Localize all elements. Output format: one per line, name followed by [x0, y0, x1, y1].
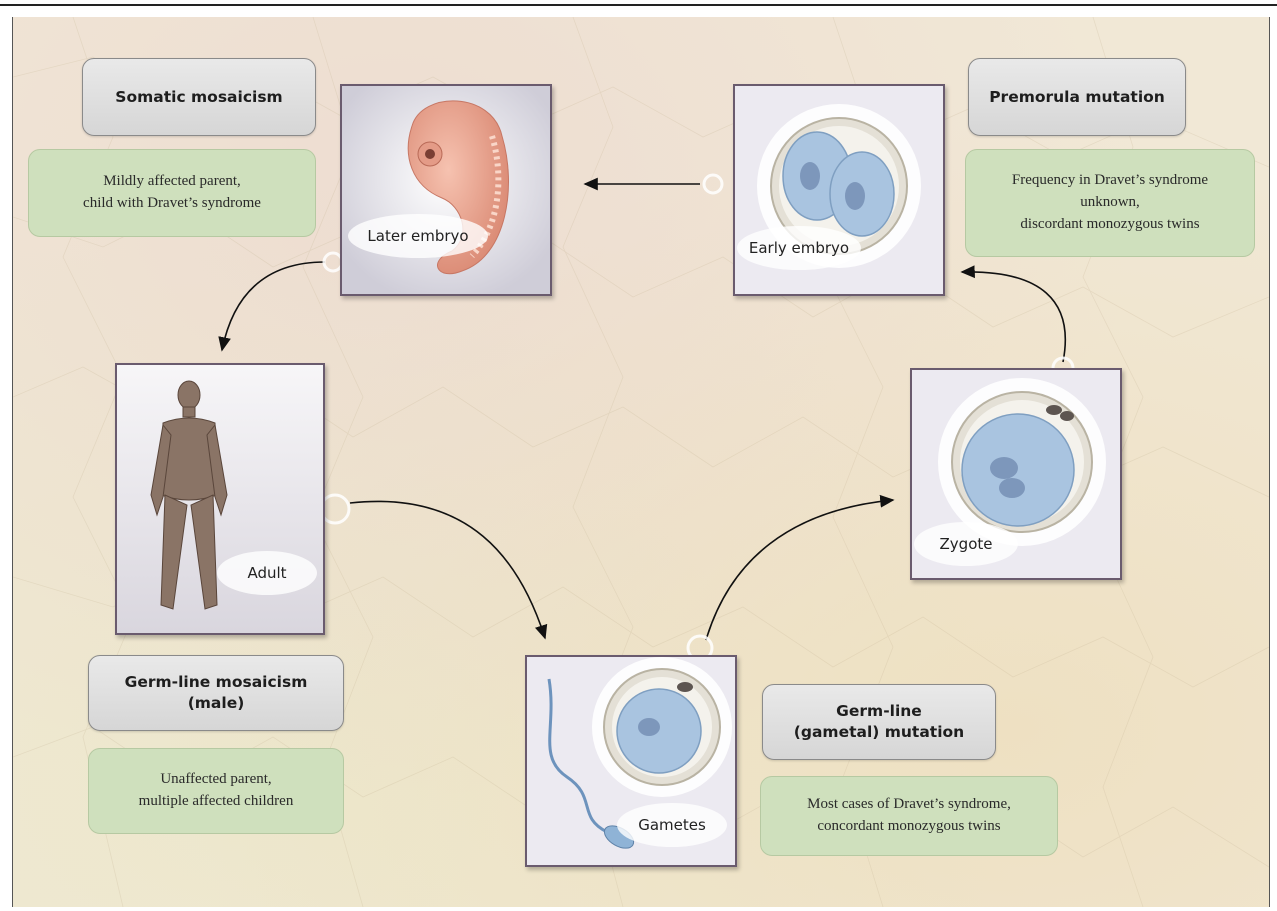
somatic-mosaicism-description: Mildly affected parent, child with Drave… [28, 149, 316, 237]
gametes-card: Gametes [525, 655, 737, 867]
somatic-mosaicism-title: Somatic mosaicism [82, 58, 316, 136]
gametal-mutation-description: Most cases of Dravet’s syndrome, concord… [760, 776, 1058, 856]
adult-illustration [117, 365, 323, 633]
later-embryo-illustration [342, 86, 550, 294]
later-embryo-card: Later embryo [340, 84, 552, 296]
germline-mosaicism-title: Germ-line mosaicism (male) [88, 655, 344, 731]
gametal-mutation-title: Germ-line (gametal) mutation [762, 684, 996, 760]
gametes-label: Gametes [617, 803, 727, 847]
premorula-mutation-description: Frequency in Dravet’s syndrome unknown, … [965, 149, 1255, 257]
early-embryo-label: Early embryo [737, 226, 861, 270]
zygote-card: Zygote [910, 368, 1122, 580]
adult-label: Adult [217, 551, 317, 595]
premorula-mutation-title: Premorula mutation [968, 58, 1186, 136]
early-embryo-card: Early embryo [733, 84, 945, 296]
zygote-label: Zygote [914, 522, 1018, 566]
adult-card: Adult [115, 363, 325, 635]
later-embryo-label: Later embryo [348, 214, 488, 258]
top-rule [0, 4, 1277, 6]
germline-mosaicism-description: Unaffected parent, multiple affected chi… [88, 748, 344, 834]
